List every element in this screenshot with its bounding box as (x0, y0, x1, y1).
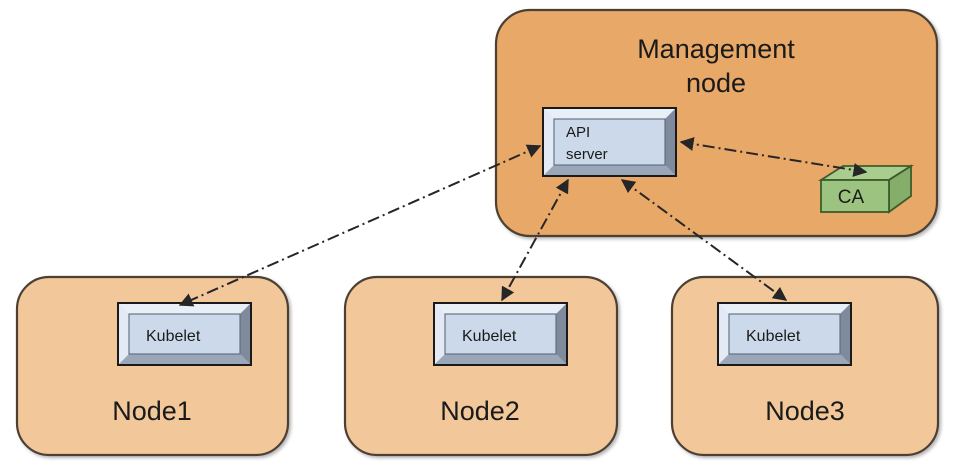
ca-box[interactable] (817, 164, 915, 214)
node2-kubelet-box[interactable] (433, 302, 568, 366)
api-server-box[interactable] (542, 107, 677, 177)
node1-kubelet-box[interactable] (117, 302, 252, 366)
node3-kubelet-box[interactable] (717, 302, 852, 366)
